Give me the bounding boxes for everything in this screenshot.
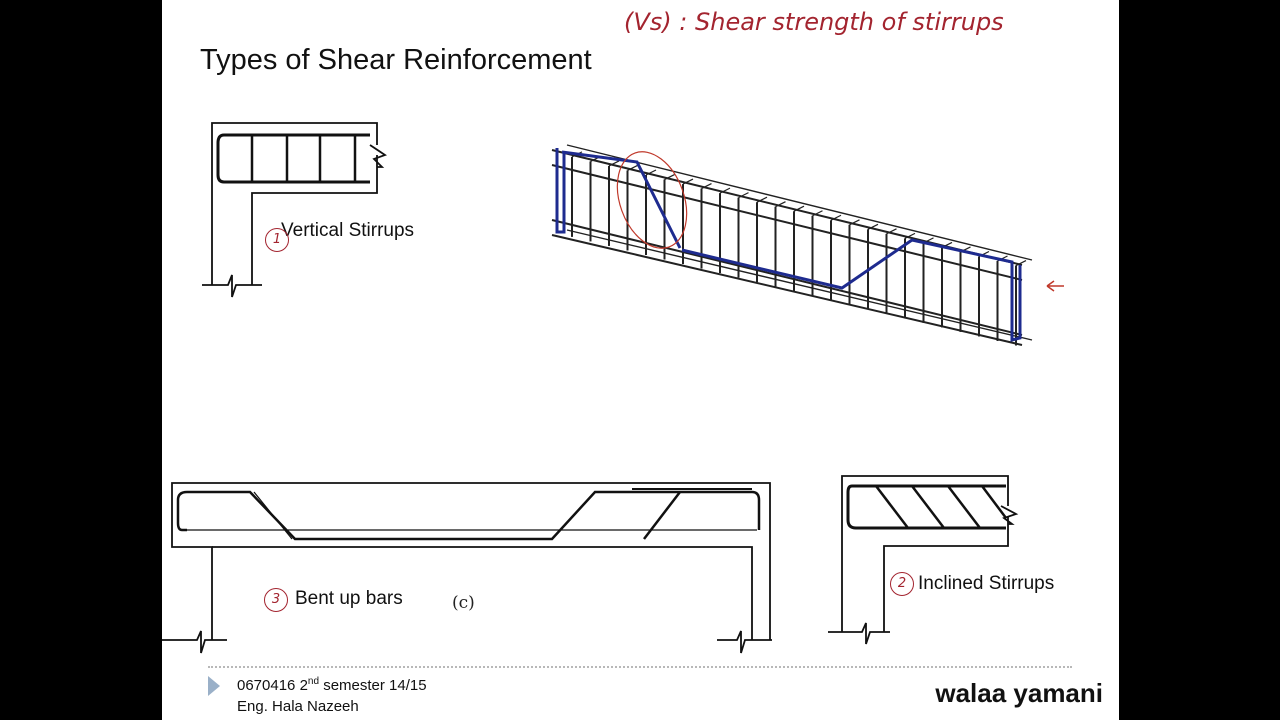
bent-up-bars-diagram bbox=[162, 482, 772, 654]
semester: semester 14/15 bbox=[319, 677, 427, 694]
watermark: walaa yamani bbox=[935, 678, 1103, 708]
course-superscript: nd bbox=[307, 676, 320, 687]
slide: (Vs) : Shear strength of stirrups Types … bbox=[162, 0, 1119, 720]
footer-course: 0670416 2nd semester 14/15 bbox=[237, 676, 427, 694]
inclined-stirrups-label: Inclined Stirrups bbox=[918, 573, 1055, 594]
marker-2: 2 bbox=[890, 572, 914, 596]
marker-3: 3 bbox=[264, 588, 288, 612]
vertical-stirrups-label: Vertical Stirrups bbox=[281, 220, 415, 241]
footer-instructor: Eng. Hala Nazeeh bbox=[237, 698, 359, 715]
inclined-stirrups-diagram bbox=[828, 475, 1019, 645]
marker-1: 1 bbox=[265, 228, 289, 252]
footer-divider bbox=[208, 666, 1072, 668]
bent-up-bars-label: Bent up bars bbox=[295, 588, 403, 609]
slide-title: Types of Shear Reinforcement bbox=[200, 44, 592, 76]
figure-c-label: (c) bbox=[452, 593, 475, 613]
course-code: 0670416 2 bbox=[237, 677, 308, 694]
vertical-stirrups-diagram bbox=[202, 122, 387, 298]
handwritten-annotation: (Vs) : Shear strength of stirrups bbox=[624, 8, 1004, 36]
footer-arrow-icon bbox=[208, 676, 220, 696]
reinforcement-cage-3d bbox=[551, 144, 1064, 346]
